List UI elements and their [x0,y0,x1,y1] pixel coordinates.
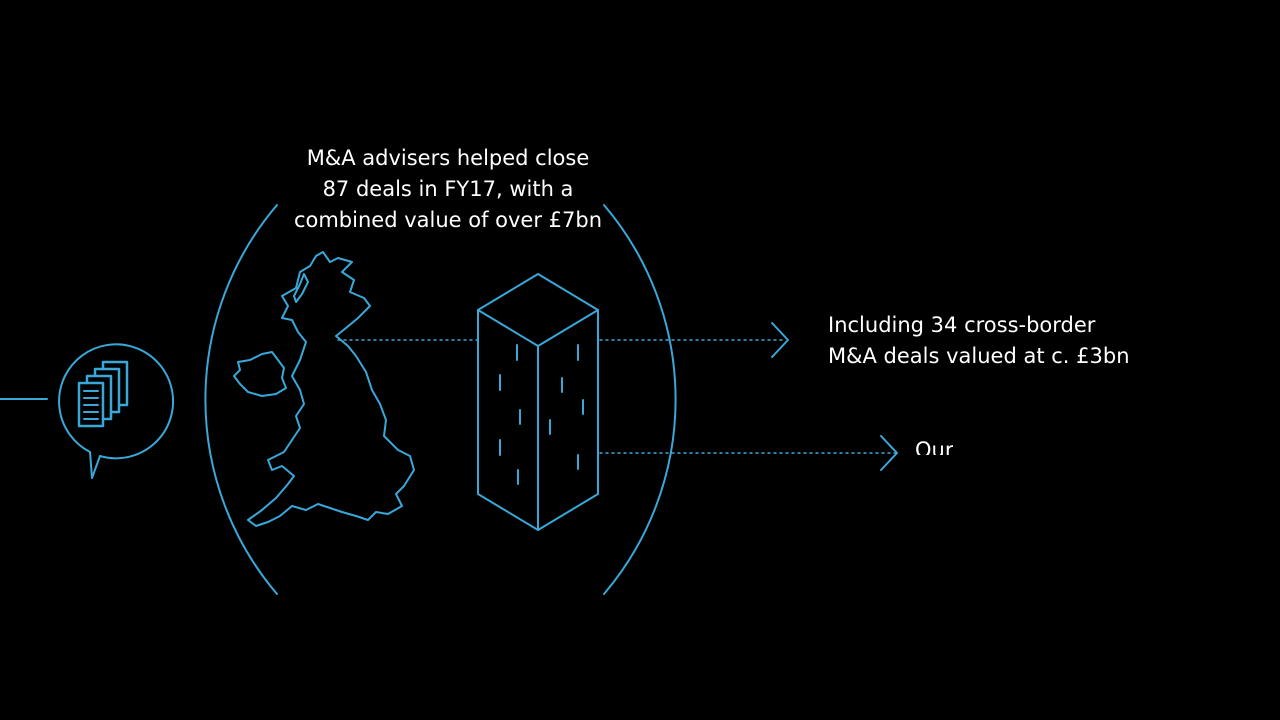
headline-line-1: M&A advisers helped close [306,146,590,170]
headline-line-3: combined value of over £7bn [293,208,603,232]
callout-partial: Our [915,435,953,455]
frame-arc-right [603,204,677,595]
frame-arc-left [204,204,278,595]
chevron-right-icon [880,435,898,471]
headline-line-2: 87 deals in FY17, with a [322,177,574,201]
western-isles-outline [293,273,309,303]
callout-1-line-1: Including 34 cross-border [828,313,1096,337]
chevron-right-icon [771,322,789,358]
callout-2-text: Our [915,438,954,455]
ireland-outline [233,351,287,397]
callout-1-line-2: M&A deals valued at c. £3bn [828,344,1130,368]
uk-map-icon [233,251,415,527]
headline-text: M&A advisers helped close 87 deals in FY… [272,143,624,236]
speech-bubble [58,343,175,479]
building-icon [477,273,599,531]
documents-icon [58,343,175,479]
callout-cross-border: Including 34 cross-border M&A deals valu… [828,310,1130,372]
great-britain-outline [247,251,415,527]
